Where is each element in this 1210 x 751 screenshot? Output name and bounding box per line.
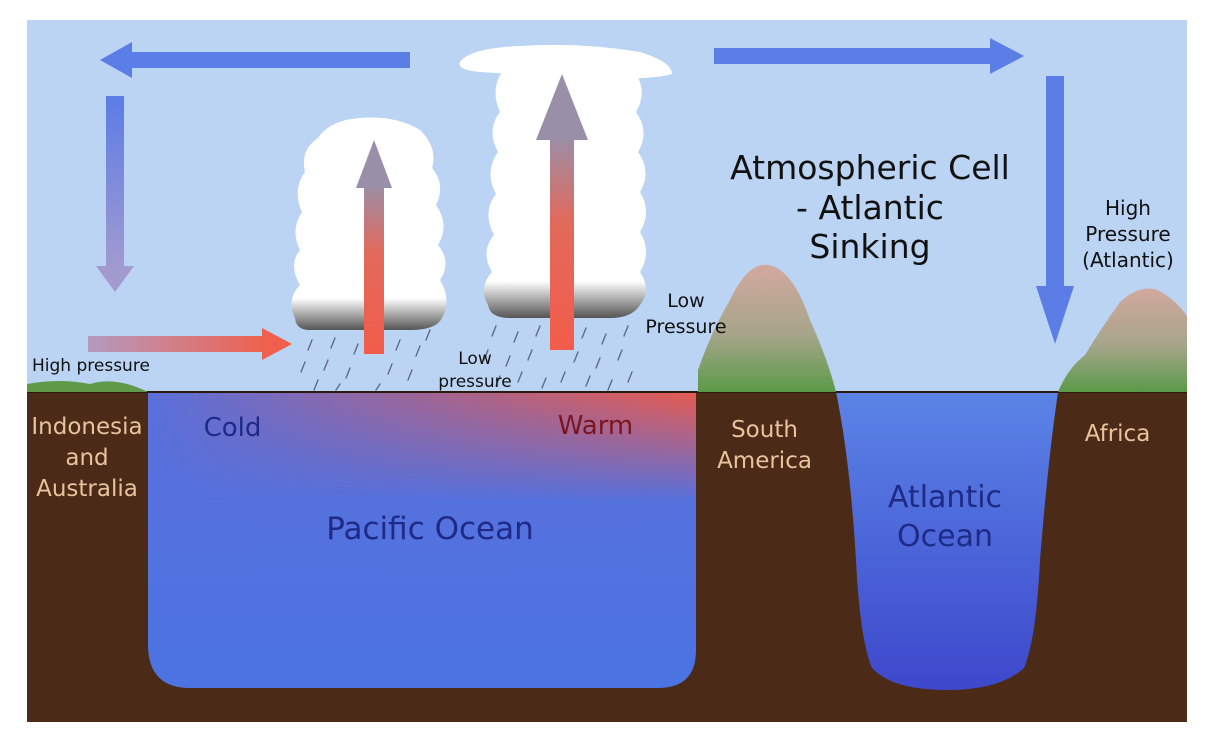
label-line: Australia	[36, 476, 138, 503]
label-line: America	[717, 448, 812, 475]
south-america-label: South America	[702, 415, 827, 477]
warm-water-label: Warm	[557, 411, 634, 441]
label-line: Pressure	[645, 315, 727, 338]
high-pressure-atlantic-label: High Pressure (Atlantic)	[1068, 195, 1188, 273]
label-line: Atlantic	[887, 480, 1003, 515]
pacific-ocean-label: Pacific Ocean	[326, 511, 534, 547]
africa-label: Africa	[1084, 421, 1151, 447]
label-line: Low	[667, 290, 705, 312]
arrow-down-atlantic	[1036, 76, 1074, 344]
low-pressure-label-left: Low pressure	[420, 348, 530, 394]
label-line: pressure	[438, 371, 512, 392]
diagram-title: Atmospheric Cell - Atlantic Sinking	[700, 148, 1040, 267]
high-pressure-label: High pressure	[32, 356, 150, 376]
title-line: - Atlantic	[796, 187, 944, 227]
arrow-rising-air-small	[356, 140, 392, 354]
label-line: High	[1105, 196, 1151, 220]
indonesia-australia-label: Indonesia and Australia	[22, 412, 152, 505]
arrow-surface-westward-wind	[88, 328, 292, 360]
arrow-down-left	[96, 96, 134, 292]
indonesia-landmass	[27, 381, 148, 392]
label-line: South	[731, 417, 798, 443]
warm-pool-water	[148, 392, 696, 500]
rain-streaks	[300, 325, 633, 391]
label-line: (Atlantic)	[1082, 248, 1174, 272]
atlantic-ocean-label: Atlantic Ocean	[860, 478, 1030, 556]
cold-water-label: Cold	[203, 413, 262, 443]
arrow-rising-air-large	[536, 74, 588, 350]
title-line: Atmospheric Cell	[730, 148, 1010, 187]
africa-mountains	[1058, 288, 1187, 392]
atlantic-ocean-basin	[836, 392, 1058, 690]
label-line: Pressure	[1085, 222, 1171, 246]
title-line: Sinking	[809, 227, 931, 267]
label-line: Low	[458, 349, 492, 369]
label-line: Ocean	[897, 519, 993, 554]
low-pressure-label-right: Low Pressure	[636, 289, 736, 340]
label-line: Indonesia	[31, 414, 143, 440]
arrow-upper-left	[100, 42, 410, 78]
cloud-anvil	[459, 44, 672, 79]
south-america-mountains	[698, 264, 836, 392]
arrow-upper-right	[714, 38, 1024, 74]
label-line: and	[65, 445, 109, 472]
